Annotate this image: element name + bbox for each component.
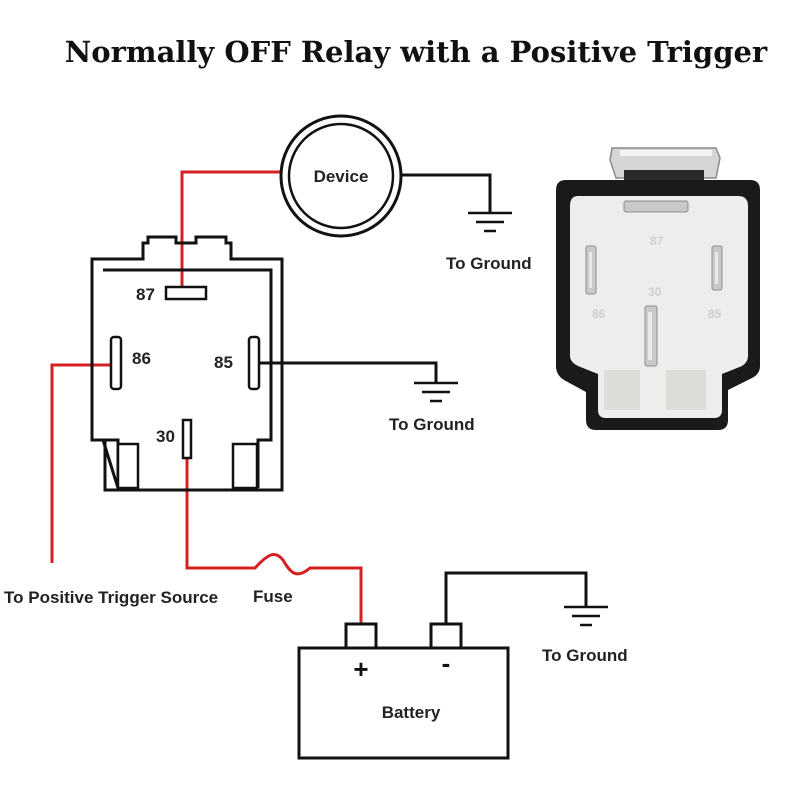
diagram-title: Normally OFF Relay with a Positive Trigg…: [65, 35, 768, 69]
battery-positive-terminal: [344, 622, 378, 650]
pin-87-blade: [164, 285, 208, 301]
wire-30-to-battery-positive: [185, 440, 363, 624]
label-trigger-source: To Positive Trigger Source: [4, 588, 218, 607]
relay-outline: [90, 235, 284, 492]
label-to-ground-relay: To Ground: [389, 415, 475, 434]
device-symbol: Device: [279, 114, 403, 238]
wire-device-to-87: [180, 170, 282, 288]
label-to-ground-battery: To Ground: [542, 646, 628, 665]
battery-plus-sign: +: [353, 654, 368, 684]
pin-86-label: 86: [132, 349, 151, 368]
pin-86-blade: [109, 335, 123, 391]
pin-85-blade: [247, 335, 261, 391]
battery-body: [297, 646, 510, 760]
battery-symbol: + - Battery: [297, 622, 510, 760]
ground-symbol-device: [468, 211, 512, 233]
relay-schematic: 87 86 85 30: [90, 235, 284, 492]
label-to-ground-device: To Ground: [446, 254, 532, 273]
wire-85-to-ground: [258, 361, 438, 382]
ground-symbol-battery: [564, 605, 608, 627]
relay-foot-right: [231, 442, 259, 490]
photo-pin-86-label: 86: [592, 307, 606, 321]
relay-photo: 87 30 86 85: [556, 147, 760, 430]
battery-minus-sign: -: [442, 648, 451, 678]
photo-pin-30-label: 30: [648, 285, 662, 299]
ground-symbol-relay: [414, 381, 458, 403]
device-label: Device: [314, 167, 369, 186]
wire-device-to-ground: [396, 173, 492, 212]
wire-86-to-trigger: [50, 363, 116, 563]
relay-face: [570, 196, 748, 418]
pin-30-blade: [181, 418, 193, 460]
photo-blade-87: [623, 200, 689, 213]
pin-87-label: 87: [136, 285, 155, 304]
label-fuse: Fuse: [253, 587, 293, 606]
wire-battery-negative-to-ground: [444, 571, 588, 624]
battery-negative-terminal: [429, 622, 463, 650]
photo-pin-87-label: 87: [650, 234, 664, 248]
photo-pin-85-label: 85: [708, 307, 722, 321]
pin-85-label: 85: [214, 353, 233, 372]
battery-label: Battery: [382, 703, 441, 722]
relay-foot-left: [116, 442, 140, 490]
pin-30-label: 30: [156, 427, 175, 446]
